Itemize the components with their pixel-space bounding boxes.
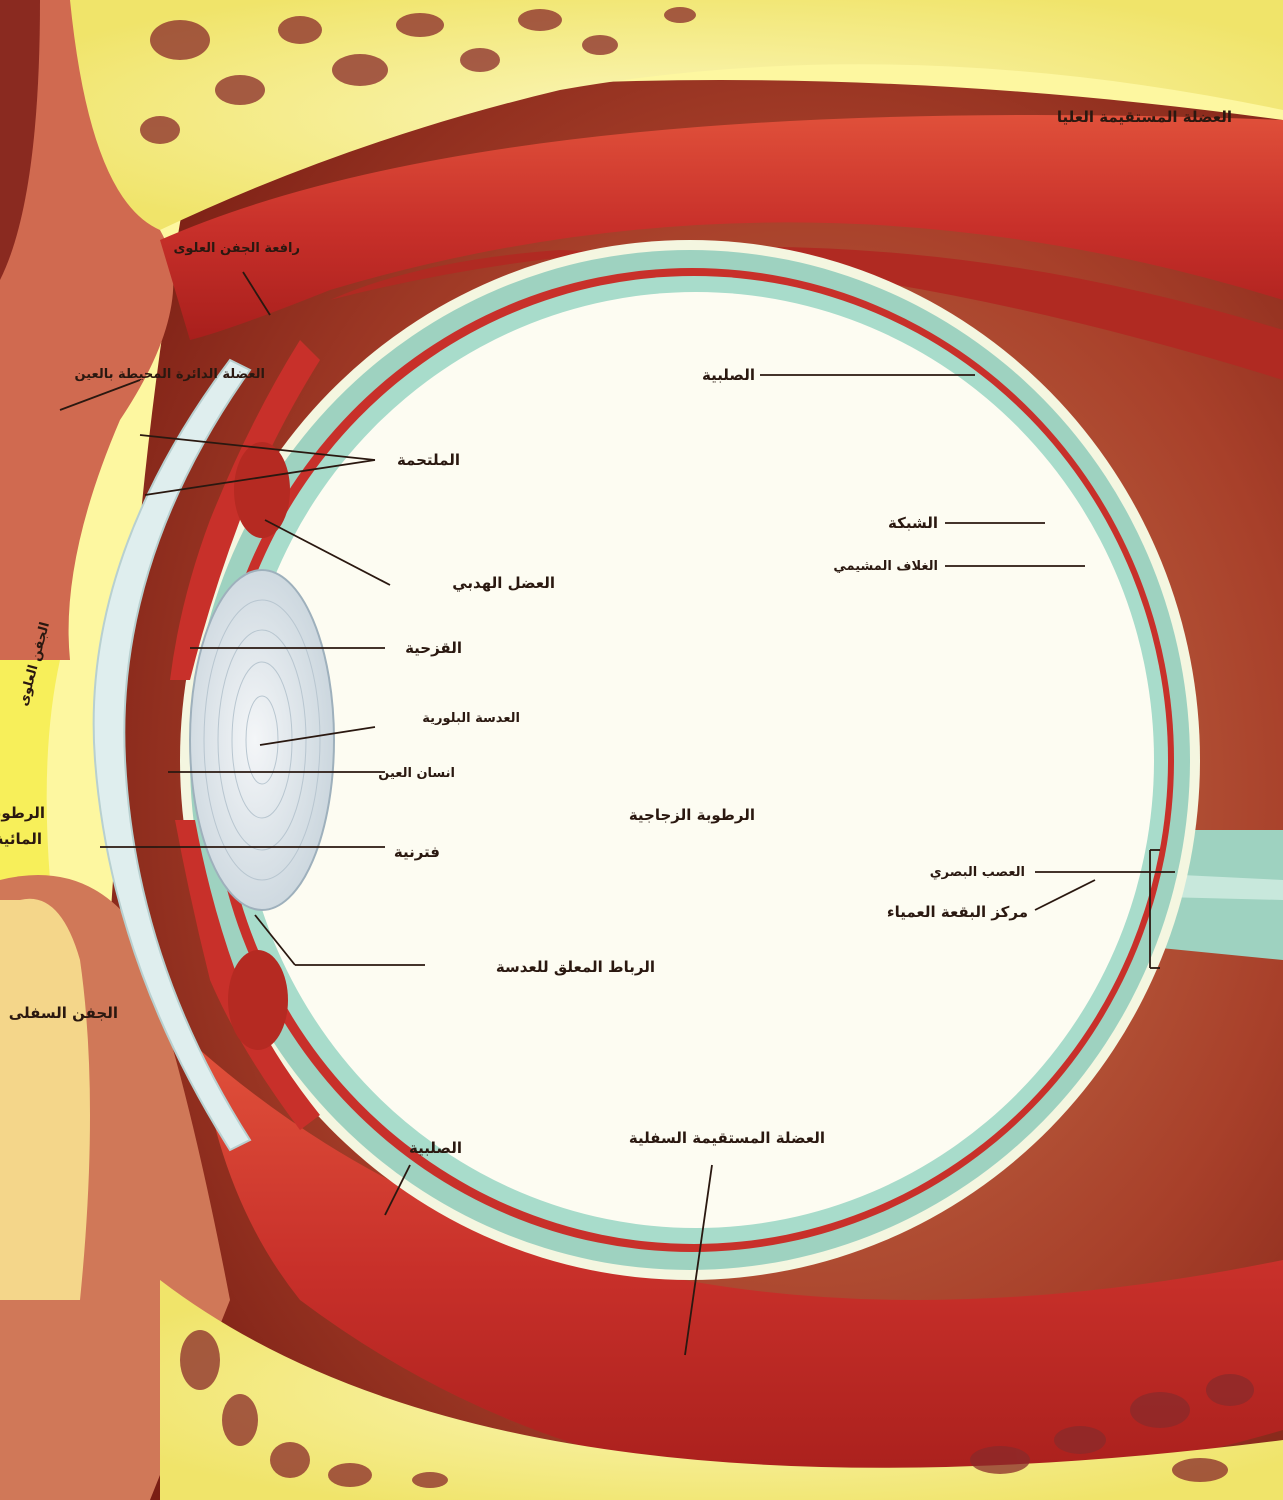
- label-blind-spot: مركز البقعة العمياء: [887, 903, 1028, 921]
- label-pupil-opening: فترنية: [394, 843, 440, 861]
- label-sclera-top: الصلبية: [702, 366, 755, 384]
- crystalline-lens: [190, 570, 334, 910]
- lower-eyelid-skin: [0, 899, 90, 1300]
- label-orbicularis: العضلة الدائرة المحيطة بالعين: [75, 367, 265, 382]
- ciliary-muscle-upper: [234, 442, 290, 538]
- label-inferior-rectus: العضلة المستقيمة السفلية: [629, 1129, 825, 1147]
- label-choroid: الغلاف المشيمي: [833, 559, 938, 574]
- label-levator: رافعة الجفن العلوى: [173, 241, 300, 256]
- label-aqueous-2: المائية: [0, 830, 42, 848]
- label-lower-eyelid: الجفن السفلى: [9, 1004, 118, 1022]
- label-pupil: انسان العين: [378, 766, 455, 781]
- ciliary-muscle-lower: [228, 950, 288, 1050]
- label-conjunctiva: الملتحمة: [397, 451, 460, 469]
- label-optic-nerve: العصب البصري: [930, 865, 1025, 880]
- vitreous-body: [238, 292, 1154, 1228]
- label-ciliary-muscle: العضل الهدبي: [452, 574, 555, 592]
- label-lens: العدسة البلورية: [422, 711, 520, 726]
- label-sclera-bottom: الصلبية: [409, 1139, 462, 1157]
- label-retina: الشبكة: [888, 514, 938, 532]
- label-suspensory-ligament: الرباط المعلق للعدسة: [496, 958, 655, 976]
- label-vitreous: الرطوبة الزجاجية: [629, 806, 755, 824]
- label-iris: القزحية: [405, 639, 462, 657]
- label-superior-rectus: العضلة المستقيمة العليا: [1057, 108, 1232, 126]
- label-aqueous-1: الرطوبة: [0, 804, 45, 822]
